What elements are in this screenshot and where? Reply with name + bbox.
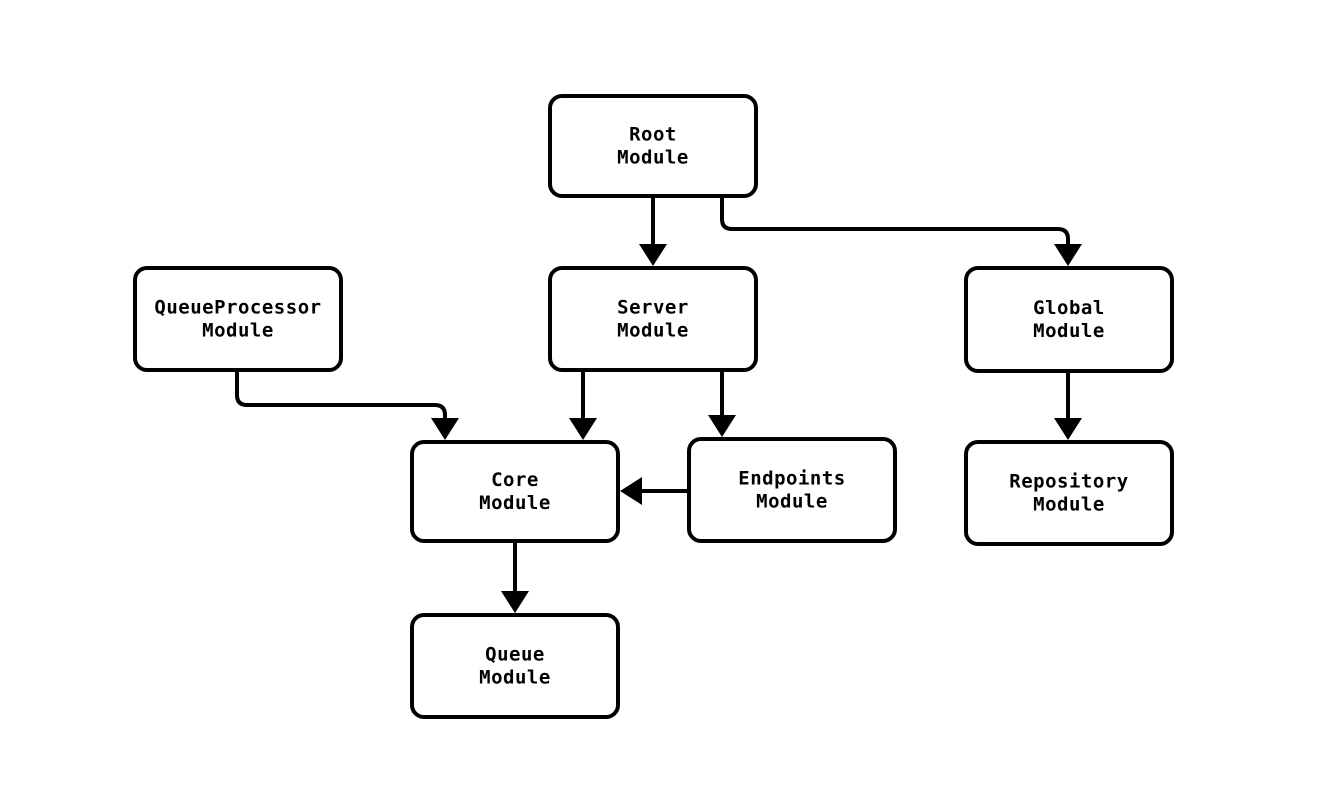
node-box-queue[interactable] (410, 613, 620, 719)
arrowhead-icon (639, 244, 667, 266)
edge-queueprocessor-to-core (235, 372, 459, 440)
edge-line (720, 198, 1070, 249)
arrowhead-icon (501, 591, 529, 613)
node-box-endpoints[interactable] (687, 437, 897, 543)
arrowhead-icon (708, 415, 736, 437)
node-label-line2-root: Module (617, 147, 689, 169)
edge-root-to-server (639, 198, 667, 266)
node-box-root[interactable] (548, 94, 758, 198)
edge-core-to-queue (501, 543, 529, 613)
node-label-line1-core: Core (491, 469, 539, 491)
node-label-line1-queueprocessor: QueueProcessor (154, 297, 321, 319)
arrowhead-icon (1054, 418, 1082, 440)
node-label-line1-queue: Queue (485, 644, 545, 666)
node-label-line1-server: Server (617, 297, 689, 319)
node-label-line2-endpoints: Module (756, 491, 828, 513)
node-box-queueprocessor[interactable] (133, 266, 343, 372)
node-box-server[interactable] (548, 266, 758, 372)
node-label-line2-core: Module (479, 492, 551, 514)
edge-global-to-repository (1054, 373, 1082, 440)
edges-layer (235, 198, 1082, 613)
arrowhead-icon (569, 418, 597, 440)
edge-root-to-global (720, 198, 1082, 266)
node-box-global[interactable] (964, 266, 1174, 373)
node-label-line1-global: Global (1033, 297, 1105, 319)
arrowhead-icon (431, 418, 459, 440)
node-label-line1-repository: Repository (1009, 471, 1128, 493)
edge-line (235, 372, 447, 423)
node-label-line2-repository: Module (1033, 494, 1105, 516)
edge-server-to-core (569, 372, 597, 440)
node-label-line2-queue: Module (479, 667, 551, 689)
edge-endpoints-to-core (620, 477, 687, 505)
edge-server-to-endpoints (708, 372, 736, 437)
node-label-line1-root: Root (629, 124, 677, 146)
arrowhead-icon (620, 477, 642, 505)
node-box-repository[interactable] (964, 440, 1174, 546)
node-label-line2-queueprocessor: Module (202, 320, 274, 342)
arrowhead-icon (1054, 244, 1082, 266)
node-label-line1-endpoints: Endpoints (738, 468, 845, 490)
node-label-line2-global: Module (1033, 320, 1105, 342)
node-label-line2-server: Module (617, 320, 689, 342)
node-box-core[interactable] (410, 440, 620, 543)
nodes-layer: RootModuleQueueProcessorModuleServerModu… (133, 94, 1174, 719)
